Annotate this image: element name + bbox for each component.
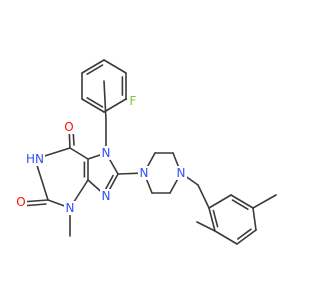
atom-fluorine: F [127,94,139,108]
n9-label: N [102,189,111,203]
bond-ar2-methyl-b [252,194,277,209]
atom-n9: N [100,189,112,203]
bond-ar2-4 [236,229,257,245]
o6-label: O [64,120,73,134]
n1h-label: HN [26,152,44,166]
atom-piperazine-n4: N [175,166,187,180]
bond-ar-1 [103,98,127,113]
bond-ar-3 [103,59,127,74]
bond-ch2-ring [103,80,107,121]
bond-ar-6-inner [86,97,104,108]
piperazine-n4-label: N [177,166,186,180]
atom-layer: F N O HN O [15,94,187,215]
bond-c8-n9-inner [103,174,114,192]
atom-piperazine-n1: N [138,166,150,180]
bond-ar2-2 [230,194,254,209]
bond-ar2-4-inner [236,228,252,240]
bond-ar2-6-inner [212,209,219,228]
fluorine-label: F [130,94,137,108]
bond-c6-c5 [69,147,89,160]
bond-ar2-6 [208,207,216,232]
bond-ch2-ring2 [197,184,210,209]
molecule-canvas: F N O HN O [15,59,277,245]
atom-n7: N [100,146,112,160]
bond-ar2-methyl-a [196,221,216,232]
atom-n1h: HN [25,152,45,166]
bond-layer [20,59,277,245]
atom-o6: O [63,120,75,134]
o2-label: O [16,195,25,209]
n7-label: N [102,146,111,160]
structure-diagram: F N O HN O [15,59,277,245]
bond-ar-4 [81,59,105,74]
bond-ar2-5 [214,230,238,245]
atom-o2: O [15,195,27,209]
atom-n3: N [64,201,76,215]
n3-label: N [66,201,75,215]
bond-ar-6 [81,98,105,113]
bond-ar2-1 [208,194,232,209]
bond-ar2-2-inner [231,199,249,210]
bond-ar2-3 [252,207,257,231]
bond-ar-4-inner [86,64,104,75]
piperazine-n1-label: N [140,166,149,180]
